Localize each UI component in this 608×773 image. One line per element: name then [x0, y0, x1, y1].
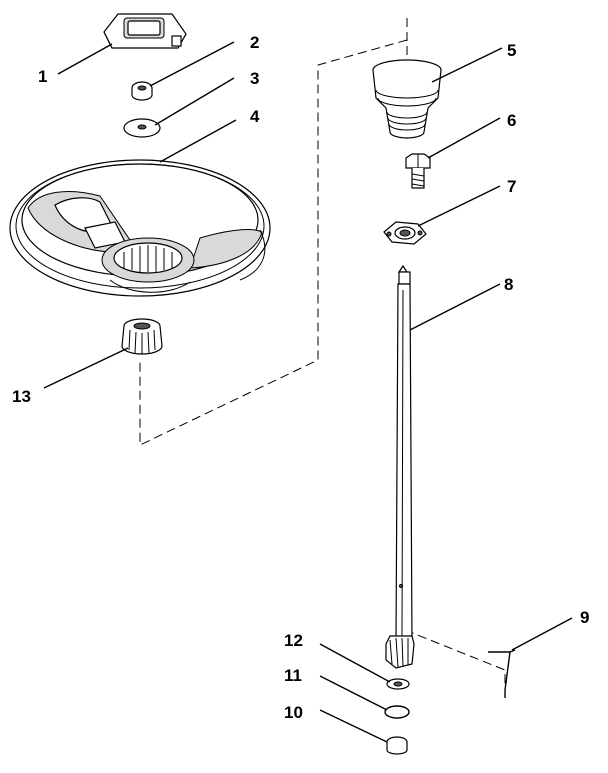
- washer-part: [123, 118, 161, 138]
- callout-label: 1: [38, 67, 47, 86]
- bearing-flange-part: [383, 221, 427, 245]
- horn-cap-part: [103, 13, 187, 49]
- callout-label: 10: [284, 703, 303, 722]
- snap-ring-part: [384, 705, 410, 719]
- callout-label: 5: [507, 41, 516, 60]
- bolt-part: [405, 153, 431, 189]
- callout-label: 6: [507, 111, 516, 130]
- callout-label: 8: [504, 275, 513, 294]
- callout-label: 13: [12, 387, 31, 406]
- hub-adapter-part: [121, 318, 163, 355]
- callout-label: 7: [507, 177, 516, 196]
- callout-label: 2: [250, 33, 259, 52]
- callout-label: 9: [580, 608, 589, 627]
- callout-labels: 1 2 3 4 5 6 7 8 9 10 11 12 13: [12, 33, 589, 722]
- assembly-guide-lines: [139, 18, 506, 690]
- callout-label: 4: [250, 107, 260, 126]
- steering-shaft-part: [385, 264, 415, 669]
- nut-part: [131, 81, 153, 101]
- leader-lines: [43, 41, 573, 743]
- boot-part: [372, 59, 442, 139]
- lower-washer-part: [386, 678, 410, 690]
- cap-part: [386, 736, 408, 755]
- bracket-part: [488, 649, 516, 698]
- steering-wheel-part: [9, 159, 271, 297]
- callout-label: 11: [284, 666, 302, 685]
- callout-label: 3: [250, 69, 259, 88]
- callout-label: 12: [284, 631, 303, 650]
